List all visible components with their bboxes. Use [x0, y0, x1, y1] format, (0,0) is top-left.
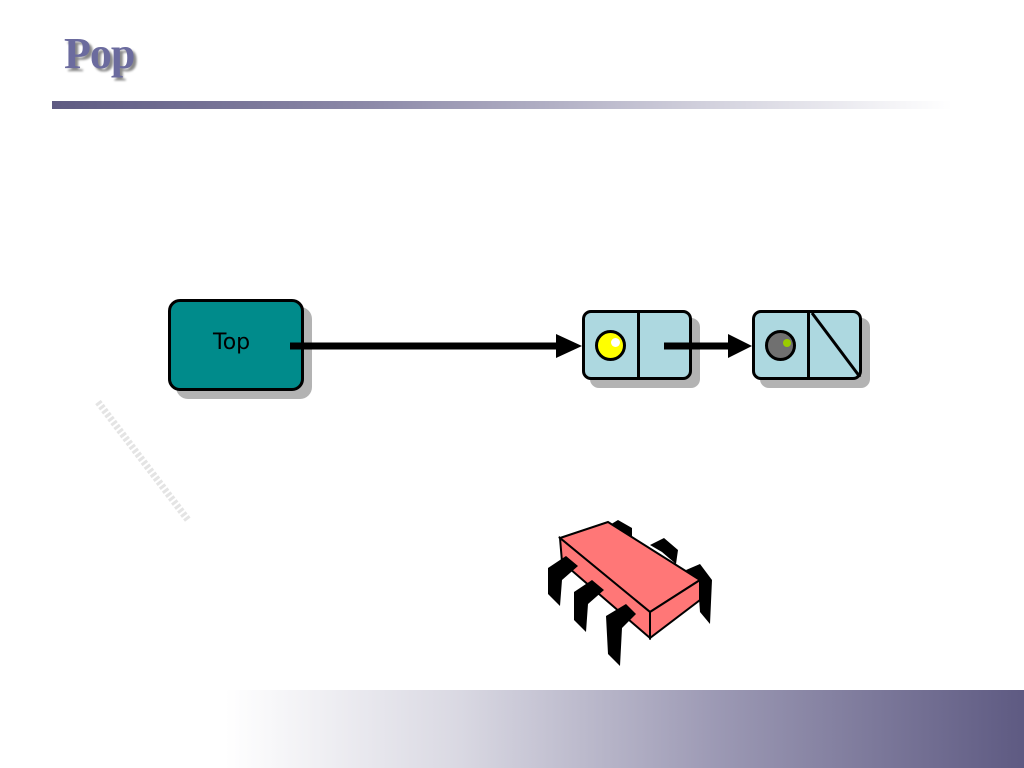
- node-2-item-ball: [765, 330, 796, 361]
- arrow-icon: [664, 334, 752, 358]
- top-pointer-box: [168, 299, 304, 391]
- slide-title: Pop: [64, 29, 135, 78]
- title-underline: [52, 101, 952, 109]
- null-pointer-slash-icon: [810, 313, 862, 377]
- node-1-divider: [637, 313, 640, 377]
- node-1-item-highlight: [611, 338, 620, 347]
- node-1-item-ball: [595, 330, 626, 361]
- footer-gradient-band: [0, 690, 1024, 768]
- node-2-divider: [807, 313, 810, 377]
- top-pointer-label: Top: [213, 330, 251, 355]
- arrow-icon: [290, 334, 582, 358]
- node-2-item-highlight: [783, 339, 791, 347]
- list-node-2: [752, 310, 862, 380]
